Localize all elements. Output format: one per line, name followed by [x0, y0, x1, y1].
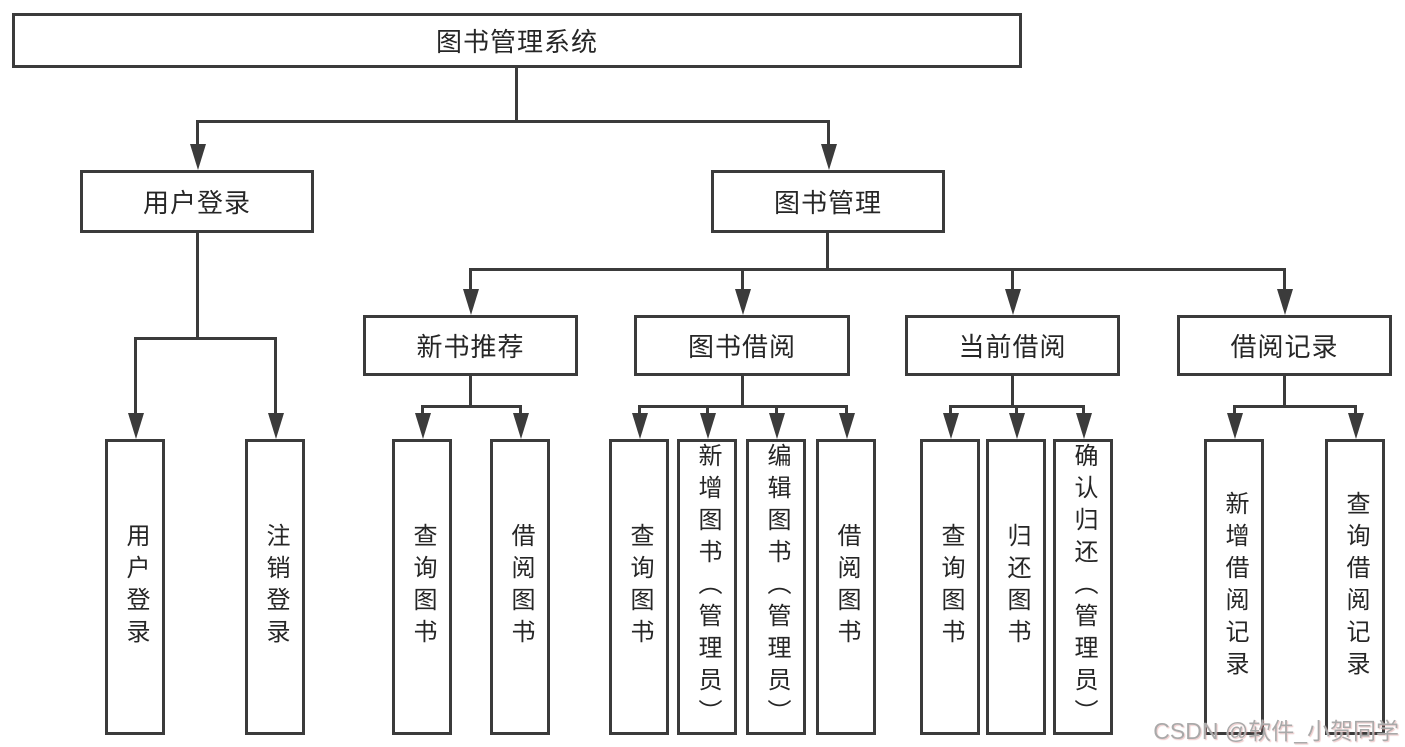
leaf-add-books-admin: 新增图书（管理员）	[677, 439, 737, 735]
node-book-management: 图书管理	[711, 170, 945, 233]
connector-arrow-to-leaf-logout	[267, 337, 284, 439]
connector-arrow-to-leaf-add-borrow-record	[1226, 405, 1243, 439]
node-label: 当前借阅	[958, 332, 1067, 362]
connector-arrow-to-book-management	[820, 120, 837, 170]
node-label: 新书推荐	[416, 332, 525, 362]
node-label: 图书管理系统	[435, 27, 598, 57]
leaf-add-borrow-record: 新增借阅记录	[1204, 439, 1264, 735]
connector-arrow-to-leaf-query-books-borrowing	[631, 405, 648, 439]
leaf-label: 查询图书	[409, 523, 436, 651]
node-new-book-recommendation: 新书推荐	[363, 315, 578, 376]
leaf-label: 编辑图书（管理员）	[763, 443, 790, 731]
leaf-edit-books-admin: 编辑图书（管理员）	[746, 439, 806, 735]
leaf-label: 查询图书	[626, 523, 653, 651]
connector-borrow-records-stem	[1283, 376, 1286, 405]
leaf-confirm-return-admin: 确认归还（管理员）	[1053, 439, 1113, 735]
connector-arrow-to-book-borrowing	[734, 268, 751, 315]
connector-arrow-to-leaf-add-books	[699, 405, 716, 439]
connector-borrow-records-hline	[1233, 405, 1357, 408]
connector-arrow-to-borrowing-records	[1276, 268, 1293, 315]
node-label: 图书借阅	[687, 332, 796, 362]
connector-user-login-stem	[196, 233, 199, 337]
csdn-watermark: CSDN @软件_小贺同学	[1153, 718, 1399, 744]
connector-book-borrow-hline	[638, 405, 848, 408]
connector-arrow-to-current-borrowing	[1004, 268, 1021, 315]
connector-book-borrow-stem	[741, 376, 744, 405]
connector-arrow-to-leaf-query-books-current	[942, 405, 959, 439]
leaf-logout: 注销登录	[245, 439, 305, 735]
leaf-label: 确认归还（管理员）	[1070, 443, 1097, 731]
leaf-label: 借阅图书	[507, 523, 534, 651]
leaf-query-borrow-record: 查询借阅记录	[1325, 439, 1385, 735]
node-current-borrowing: 当前借阅	[905, 315, 1120, 376]
leaf-label: 注销登录	[262, 523, 289, 651]
connector-current-borrow-stem	[1011, 376, 1014, 405]
leaf-query-books-current: 查询图书	[920, 439, 980, 735]
leaf-query-books-borrowing: 查询图书	[609, 439, 669, 735]
leaf-user-login: 用户登录	[105, 439, 165, 735]
leaf-label: 查询借阅记录	[1342, 491, 1369, 683]
connector-arrow-to-leaf-borrow-books	[838, 405, 855, 439]
connector-arrow-to-leaf-return-books	[1008, 405, 1025, 439]
connector-root-stem	[515, 68, 518, 120]
node-borrowing-records: 借阅记录	[1177, 315, 1392, 376]
leaf-label: 查询图书	[937, 523, 964, 651]
connector-modules-hline	[469, 268, 1286, 271]
leaf-label: 用户登录	[122, 523, 149, 651]
leaf-label: 新增图书（管理员）	[694, 443, 721, 731]
connector-arrow-to-leaf-edit-books	[768, 405, 785, 439]
leaf-return-books: 归还图书	[986, 439, 1046, 735]
connector-arrow-to-user-login	[189, 120, 206, 170]
connector-arrow-to-new-book-recommendation	[462, 268, 479, 315]
connector-arrow-to-leaf-confirm-return	[1075, 405, 1092, 439]
node-label: 用户登录	[142, 188, 251, 218]
connector-new-book-stem	[469, 376, 472, 405]
connector-arrow-to-leaf-query-books-newbooks	[414, 405, 431, 439]
connector-user-login-hline	[134, 337, 277, 340]
leaf-query-books-newbooks: 查询图书	[392, 439, 452, 735]
leaf-label: 新增借阅记录	[1221, 491, 1248, 683]
node-user-login: 用户登录	[80, 170, 314, 233]
connector-new-book-hline	[421, 405, 522, 408]
leaf-borrow-books-newbooks: 借阅图书	[490, 439, 550, 735]
node-label: 图书管理	[773, 188, 882, 218]
node-label: 借阅记录	[1230, 332, 1339, 362]
connector-level1-hline	[196, 120, 830, 123]
leaf-label: 借阅图书	[833, 523, 860, 651]
node-book-borrowing: 图书借阅	[634, 315, 850, 376]
node-library-management-system: 图书管理系统	[12, 13, 1022, 68]
connector-arrow-to-leaf-user-login	[127, 337, 144, 439]
connector-book-management-stem	[826, 233, 829, 268]
leaf-borrow-books: 借阅图书	[816, 439, 876, 735]
leaf-label: 归还图书	[1003, 523, 1030, 651]
connector-arrow-to-leaf-borrow-books-newbooks	[512, 405, 529, 439]
connector-arrow-to-leaf-query-borrow-record	[1347, 405, 1364, 439]
